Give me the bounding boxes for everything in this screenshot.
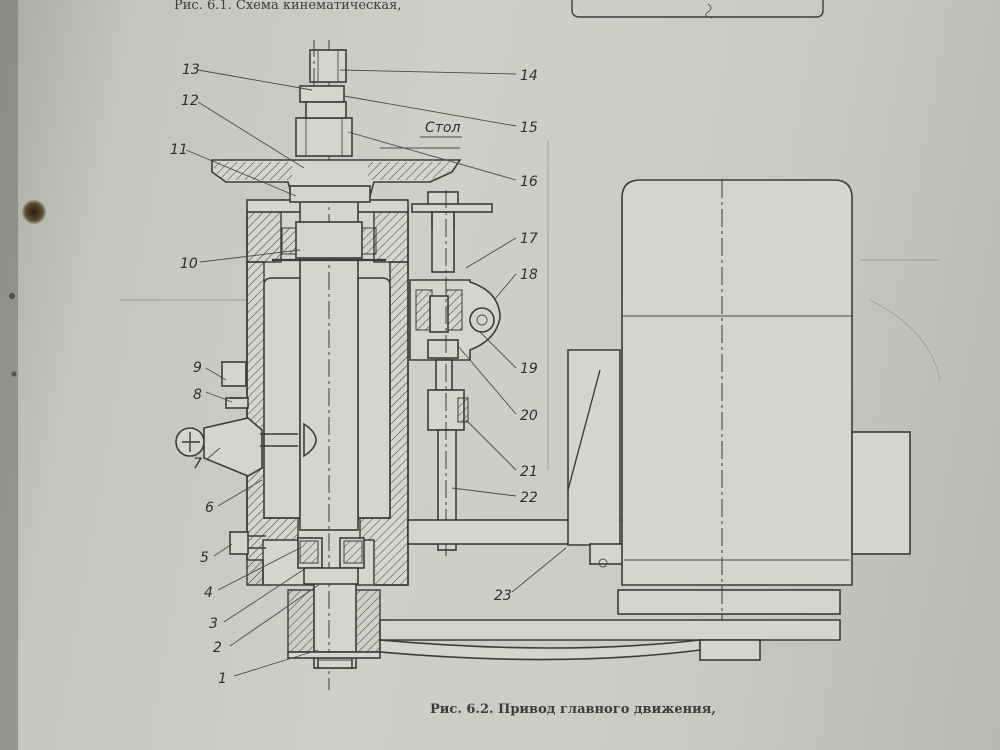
- callout-5: 5: [200, 550, 209, 566]
- spindle-shaft: [272, 40, 386, 690]
- gear-drive-assembly: [409, 190, 501, 558]
- callout-17: 17: [520, 231, 538, 247]
- previous-figure-frame: [571, 0, 824, 18]
- callout-1: 1: [218, 671, 227, 687]
- machine-base: [287, 589, 841, 661]
- callout-14: 14: [520, 68, 538, 84]
- callout-numbers: 1 2 3 4 5 6 7 8 9 10 11 12 13 14 15 16 1…: [170, 62, 538, 687]
- table-label: Стол: [425, 120, 460, 136]
- callout-21: 21: [520, 464, 538, 480]
- callout-12: 12: [181, 93, 199, 109]
- page-gutter: [0, 0, 18, 750]
- callout-10: 10: [180, 256, 198, 272]
- work-table: [211, 147, 462, 203]
- clamp-bolt: [229, 531, 266, 555]
- electric-motor: [621, 179, 911, 620]
- leader-lines: [185, 69, 567, 677]
- callout-6: 6: [205, 500, 214, 516]
- spindle-top-nuts: [295, 49, 353, 157]
- callout-20: 20: [520, 408, 538, 424]
- callout-15: 15: [520, 120, 538, 136]
- callout-9: 9: [193, 360, 202, 376]
- callout-18: 18: [520, 267, 538, 283]
- callout-11: 11: [170, 142, 188, 158]
- callout-3: 3: [209, 616, 218, 632]
- callout-19: 19: [520, 361, 538, 377]
- callout-23: 23: [494, 588, 512, 604]
- clamp-handwheel: [175, 361, 317, 477]
- previous-figure-caption: Рис. 6.1. Схема кинематическая,: [174, 0, 402, 13]
- callout-8: 8: [193, 387, 202, 403]
- binder-hole: [22, 200, 46, 224]
- page-spot: [11, 371, 17, 377]
- lower-bearing-assembly: [297, 537, 365, 669]
- callout-13: 13: [182, 62, 200, 78]
- figure-caption: Рис. 6.2. Привод главного движения,: [430, 702, 716, 717]
- callout-7: 7: [193, 456, 202, 472]
- page-spot: [9, 293, 15, 299]
- callout-4: 4: [204, 585, 213, 601]
- motor-bracket: [407, 349, 641, 568]
- callout-16: 16: [520, 174, 538, 190]
- callout-22: 22: [520, 490, 538, 506]
- previous-figure-fragment: [705, 3, 713, 19]
- callout-2: 2: [213, 640, 222, 656]
